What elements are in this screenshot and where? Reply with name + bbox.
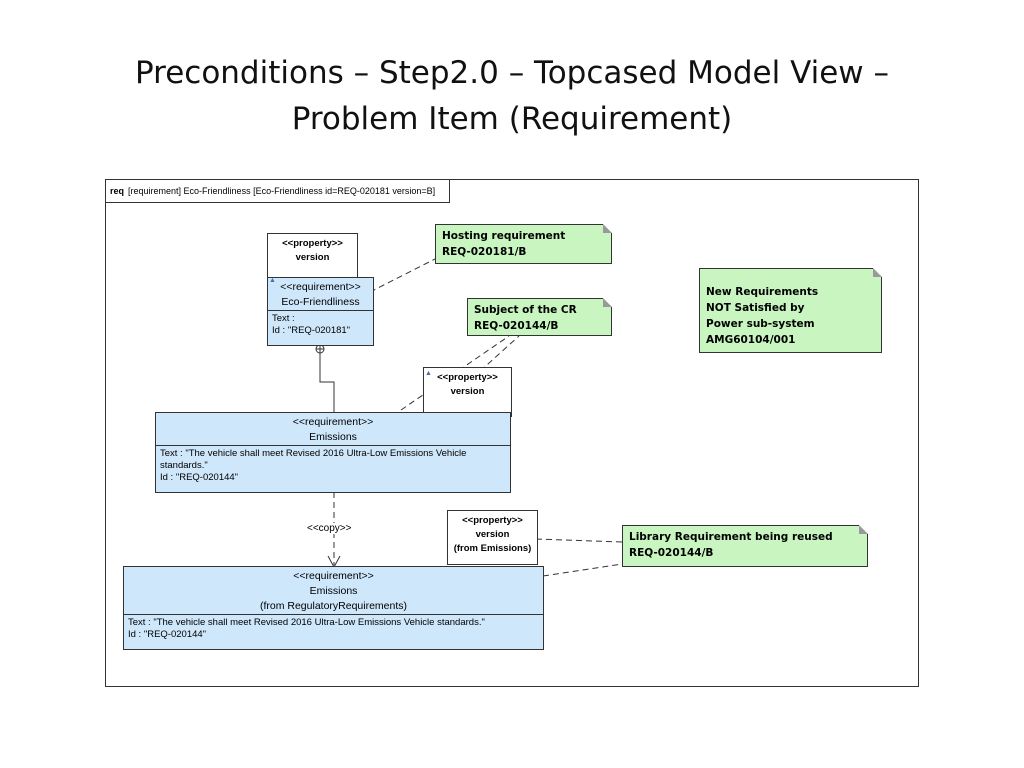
note-line1: Library Requirement being reused xyxy=(629,531,833,543)
note-line4: AMG60104/001 xyxy=(706,334,796,346)
element-icon: ▲ xyxy=(425,370,432,377)
requirement-from: (from RegulatoryRequirements) xyxy=(259,600,408,612)
slide-title-line1: Preconditions – Step2.0 – Topcased Model… xyxy=(134,55,890,91)
property-stereotype: <<property>> xyxy=(437,372,498,383)
requirement-text: Text : "The vehicle shall meet Revised 2… xyxy=(128,617,485,628)
note-line2: REQ-020144/B xyxy=(629,547,714,559)
property-name: version xyxy=(295,252,330,263)
note-line2: NOT Satisfied by xyxy=(706,302,805,314)
requirement-stereotype: <<requirement>> xyxy=(293,570,374,582)
library-note-anchor-1 xyxy=(535,538,623,543)
new-requirements-note[interactable]: New Requirements NOT Satisfied by Power … xyxy=(699,268,882,353)
note-line2: REQ-020181/B xyxy=(442,246,527,258)
requirement-attributes: Text : "The vehicle shall meet Revised 2… xyxy=(124,614,543,643)
version-property-1[interactable]: <<property>> version xyxy=(267,233,358,282)
requirement-id: Id : "REQ-020181" xyxy=(272,325,351,336)
requirement-header: <<requirement>> Emissions (from Regulato… xyxy=(124,567,543,614)
property-name: version xyxy=(475,529,510,540)
requirement-attributes: Text : Id : "REQ-020181" xyxy=(268,310,373,339)
property-stereotype: <<property>> xyxy=(462,515,523,526)
slide-title: Preconditions – Step2.0 – Topcased Model… xyxy=(60,50,964,142)
hosting-note-anchor xyxy=(369,258,436,293)
hosting-requirement-note[interactable]: Hosting requirement REQ-020181/B xyxy=(435,224,612,264)
requirement-attributes: Text : "The vehicle shall meet Revised 2… xyxy=(156,445,510,486)
frame-keyword: req xyxy=(110,186,125,196)
requirement-name: Emissions xyxy=(309,585,358,597)
requirement-id: Id : "REQ-020144" xyxy=(128,629,207,640)
requirement-header: <<requirement>> Emissions xyxy=(156,413,510,445)
version-property-2[interactable]: ▲ <<property>> version xyxy=(423,367,512,417)
property-from: (from Emissions) xyxy=(453,543,532,554)
emissions-requirement[interactable]: <<requirement>> Emissions Text : "The ve… xyxy=(155,412,511,493)
requirement-text-line2: standards." xyxy=(160,460,208,471)
requirement-name: Eco-Friendliness xyxy=(281,296,360,308)
note-line1: Hosting requirement xyxy=(442,230,566,242)
diagram-frame: req[requirement] Eco-Friendliness [Eco-F… xyxy=(105,179,919,687)
frame-header: req[requirement] Eco-Friendliness [Eco-F… xyxy=(106,180,451,203)
eco-friendliness-requirement[interactable]: ▲ <<requirement>> Eco-Friendliness Text … xyxy=(267,277,374,346)
requirement-id: Id : "REQ-020144" xyxy=(160,472,239,483)
note-line1: New Requirements xyxy=(706,286,819,298)
library-requirement-note[interactable]: Library Requirement being reused REQ-020… xyxy=(622,525,868,567)
copy-dependency-label: <<copy>> xyxy=(305,523,354,534)
requirement-name: Emissions xyxy=(309,431,357,443)
slide-title-line2: Problem Item (Requirement) xyxy=(291,101,733,137)
element-icon: ▲ xyxy=(269,277,276,284)
version-property-3[interactable]: <<property>> version (from Emissions) xyxy=(447,510,538,565)
containment-line xyxy=(319,353,335,412)
emissions-library-requirement[interactable]: <<requirement>> Emissions (from Regulato… xyxy=(123,566,544,650)
note-line3: Power sub-system xyxy=(706,318,815,330)
property-name: version xyxy=(450,386,485,397)
requirement-header: <<requirement>> Eco-Friendliness xyxy=(268,278,373,310)
requirement-stereotype: <<requirement>> xyxy=(280,281,361,293)
note-line2: REQ-020144/B xyxy=(474,320,559,332)
library-note-anchor-2 xyxy=(542,563,623,577)
requirement-text-line1: Text : "The vehicle shall meet Revised 2… xyxy=(160,448,467,459)
note-line1: Subject of the CR xyxy=(474,304,577,316)
subject-of-cr-note[interactable]: Subject of the CR REQ-020144/B xyxy=(467,298,612,336)
requirement-stereotype: <<requirement>> xyxy=(292,416,374,428)
frame-label: [requirement] Eco-Friendliness [Eco-Frie… xyxy=(128,186,436,196)
requirement-text: Text : xyxy=(272,313,295,324)
property-stereotype: <<property>> xyxy=(282,238,343,249)
